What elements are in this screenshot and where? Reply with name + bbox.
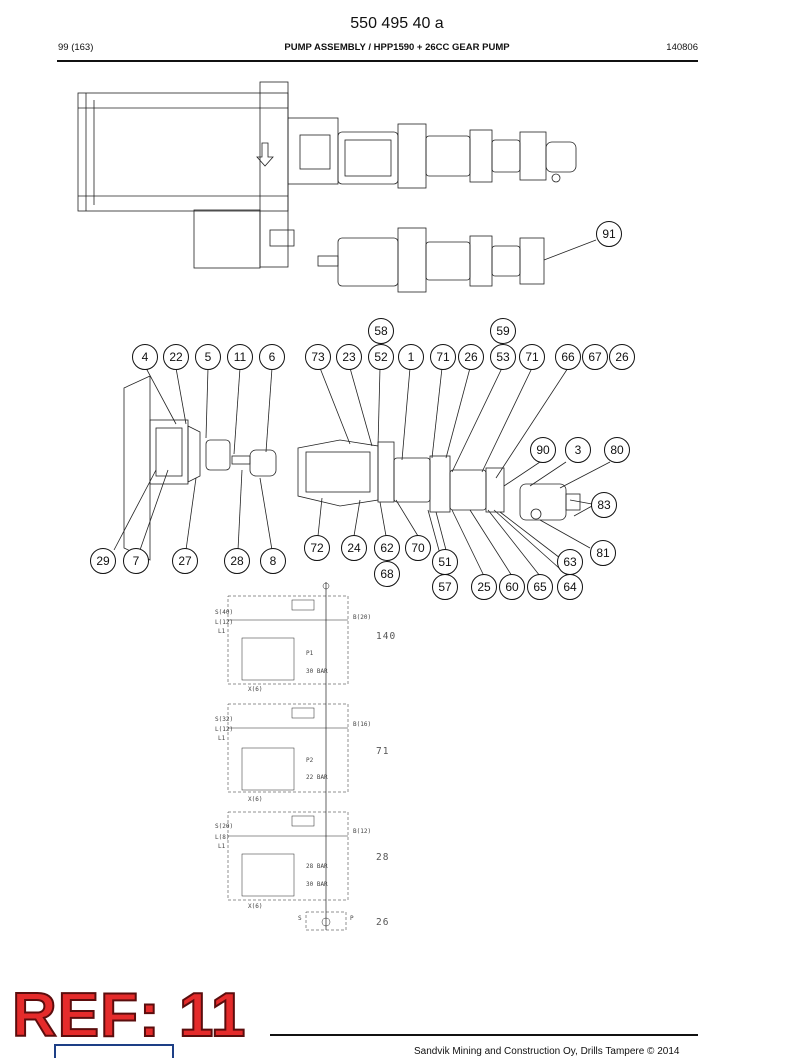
drain-port-label: L(8): [215, 834, 230, 841]
callout-73: 73: [305, 344, 331, 370]
suction-port-label: S(32): [215, 716, 234, 723]
pressure-setting-label: 22 BAR: [306, 774, 328, 781]
footer-copyright: Sandvik Mining and Construction Oy, Dril…: [414, 1046, 680, 1057]
stage-size-label: 26: [376, 917, 390, 928]
drain-port-label: L(12): [215, 619, 234, 626]
callout-51: 51: [432, 549, 458, 575]
callout-71: 71: [519, 344, 545, 370]
control-port-label: X(6): [248, 686, 263, 693]
date-code: 140806: [666, 42, 698, 53]
callout-27: 27: [172, 548, 198, 574]
callout-7: 7: [123, 548, 149, 574]
callout-53: 53: [490, 344, 516, 370]
callout-66: 66: [555, 344, 581, 370]
pressure-setting-label: 30 BAR: [306, 668, 328, 675]
callout-3: 3: [565, 437, 591, 463]
callout-68: 68: [374, 561, 400, 587]
callout-5: 5: [195, 344, 221, 370]
callout-63: 63: [557, 549, 583, 575]
document-number: 550 495 40 a: [350, 15, 444, 32]
callout-6: 6: [259, 344, 285, 370]
callout-29: 29: [90, 548, 116, 574]
callout-90: 90: [530, 437, 556, 463]
callout-22: 22: [163, 344, 189, 370]
control-port-label: X(6): [248, 796, 263, 803]
company-logo: [54, 1044, 174, 1058]
callout-11: 11: [227, 344, 253, 370]
pressure-port-label: B(12): [353, 828, 372, 835]
suction-port-label: S(40): [215, 609, 234, 616]
pressure-setting-label: P1: [306, 650, 314, 657]
callout-71: 71: [430, 344, 456, 370]
reference-stamp: REF: 11: [11, 981, 247, 1050]
callout-23: 23: [336, 344, 362, 370]
drain-port-label: L(12): [215, 726, 234, 733]
callout-26: 26: [458, 344, 484, 370]
drain-port-label: L1: [218, 735, 226, 742]
callout-83: 83: [591, 492, 617, 518]
callout-26: 26: [609, 344, 635, 370]
pressure-setting-label: 30 BAR: [306, 881, 328, 888]
suction-port-label: S(20): [215, 823, 234, 830]
callout-62: 62: [374, 535, 400, 561]
callout-67: 67: [582, 344, 608, 370]
header-rule: [57, 60, 698, 62]
callout-52: 52: [368, 344, 394, 370]
pressure-port-label: P: [350, 915, 354, 922]
pressure-port-label: B(20): [353, 614, 372, 621]
callout-64: 64: [557, 574, 583, 600]
pressure-port-label: B(16): [353, 721, 372, 728]
stage-size-label: 140: [376, 631, 397, 642]
callout-59: 59: [490, 318, 516, 344]
stage-size-label: 28: [376, 852, 390, 863]
page-number: 99 (163): [58, 42, 94, 53]
callout-8: 8: [260, 548, 286, 574]
callout-81: 81: [590, 540, 616, 566]
pressure-setting-label: P2: [306, 757, 314, 764]
callout-65: 65: [527, 574, 553, 600]
callout-4: 4: [132, 344, 158, 370]
callout-80: 80: [604, 437, 630, 463]
callout-91: 91: [596, 221, 622, 247]
stage-size-label: 71: [376, 746, 390, 757]
callout-28: 28: [224, 548, 250, 574]
control-port-label: X(6): [248, 903, 263, 910]
drain-port-label: L1: [218, 843, 226, 850]
callout-72: 72: [304, 535, 330, 561]
callout-24: 24: [341, 535, 367, 561]
callout-60: 60: [499, 574, 525, 600]
callout-57: 57: [432, 574, 458, 600]
callout-25: 25: [471, 574, 497, 600]
callout-70: 70: [405, 535, 431, 561]
footer-rule: [270, 1034, 698, 1036]
page-title: PUMP ASSEMBLY / HPP1590 + 26CC GEAR PUMP: [284, 42, 510, 53]
pressure-setting-label: 28 BAR: [306, 863, 328, 870]
suction-port-label: S: [298, 915, 302, 922]
callout-58: 58: [368, 318, 394, 344]
callout-1: 1: [398, 344, 424, 370]
drain-port-label: L1: [218, 628, 226, 635]
